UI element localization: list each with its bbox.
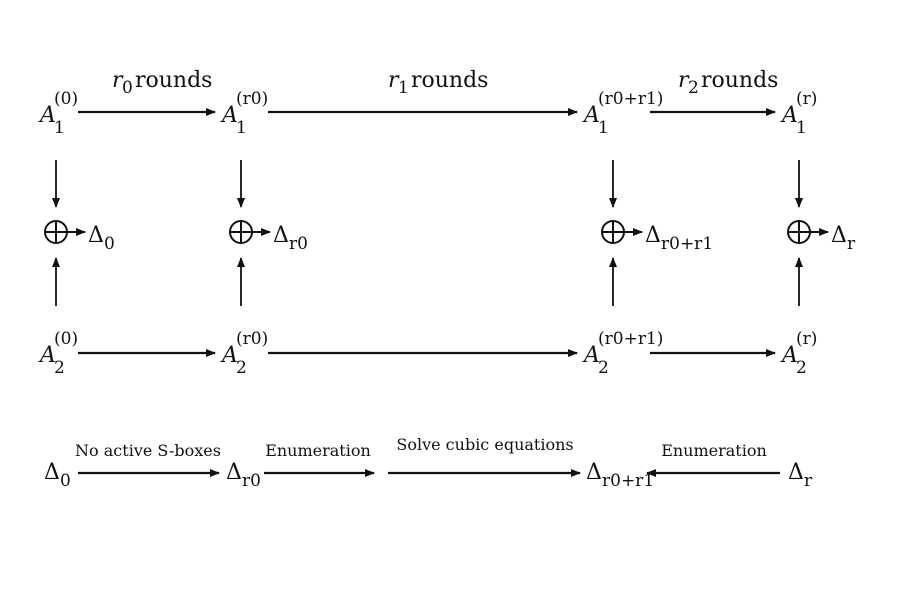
svg-text:1: 1	[796, 118, 807, 138]
svg-text:(r0+r1): (r0+r1)	[598, 89, 663, 109]
row2-node-1: A 2 (r0)	[220, 329, 268, 378]
svg-text:rounds: rounds	[404, 68, 488, 93]
svg-text:2: 2	[598, 358, 609, 378]
svg-text:r0+r1: r0+r1	[602, 471, 654, 491]
svg-text:r0+r1: r0+r1	[661, 234, 713, 254]
svg-text:0: 0	[60, 471, 71, 491]
row1-edge-label-2: r 2 rounds	[678, 68, 778, 98]
svg-text:r0: r0	[242, 471, 261, 491]
svg-text:Δ: Δ	[586, 460, 602, 485]
svg-text:2: 2	[688, 78, 699, 98]
svg-text:Δ: Δ	[788, 460, 804, 485]
svg-text:A: A	[38, 343, 56, 368]
xor-2	[601, 220, 625, 244]
svg-text:A: A	[780, 103, 798, 128]
svg-text:r0: r0	[289, 234, 308, 254]
xor-output-2: Δ r0+r1	[645, 223, 713, 254]
xor-0	[44, 220, 68, 244]
svg-text:(r): (r)	[796, 329, 817, 349]
row1-edge-label-0: r 0 rounds	[112, 68, 212, 98]
svg-text:r: r	[388, 68, 400, 93]
svg-text:2: 2	[236, 358, 247, 378]
row3-node-2: Δ r0+r1	[586, 460, 654, 491]
row3-edge-label-1: Enumeration	[265, 441, 371, 460]
row3-edge-label-3: Enumeration	[661, 441, 767, 460]
row3-node-3: Δ r	[788, 460, 813, 491]
row2-node-0: A 2 (0)	[38, 329, 78, 378]
svg-text:1: 1	[54, 118, 65, 138]
svg-text:(r0+r1): (r0+r1)	[598, 329, 663, 349]
row3-edge-label-0: No active S-boxes	[75, 441, 221, 460]
svg-text:r: r	[678, 68, 690, 93]
svg-text:r: r	[112, 68, 124, 93]
svg-text:r: r	[804, 471, 813, 491]
xor-output-1: Δ r0	[273, 223, 308, 254]
svg-text:A: A	[582, 103, 600, 128]
row1-node-0: A 1 (0)	[38, 89, 78, 138]
svg-text:A: A	[220, 343, 238, 368]
svg-text:Δ: Δ	[88, 223, 104, 248]
svg-text:A: A	[38, 103, 56, 128]
xor-output-0: Δ 0	[88, 223, 115, 254]
svg-text:Δ: Δ	[44, 460, 60, 485]
svg-text:(0): (0)	[54, 89, 78, 109]
svg-text:Δ: Δ	[226, 460, 242, 485]
svg-text:1: 1	[236, 118, 247, 138]
svg-text:A: A	[582, 343, 600, 368]
row3-edge-label-2: Solve cubic equations	[396, 435, 573, 454]
svg-text:rounds: rounds	[128, 68, 212, 93]
svg-text:(0): (0)	[54, 329, 78, 349]
row2-node-3: A 2 (r)	[780, 329, 817, 378]
row3-node-1: Δ r0	[226, 460, 261, 491]
svg-text:A: A	[220, 103, 238, 128]
svg-text:Δ: Δ	[645, 223, 661, 248]
row1-node-3: A 1 (r)	[780, 89, 817, 138]
svg-text:A: A	[780, 343, 798, 368]
svg-text:Δ: Δ	[831, 223, 847, 248]
svg-text:2: 2	[796, 358, 807, 378]
svg-text:Δ: Δ	[273, 223, 289, 248]
svg-text:0: 0	[104, 234, 115, 254]
svg-text:1: 1	[398, 78, 409, 98]
row1-node-1: A 1 (r0)	[220, 89, 268, 138]
xor-output-3: Δ r	[831, 223, 856, 254]
xor-3	[787, 220, 811, 244]
xor-1	[229, 220, 253, 244]
row3-node-0: Δ 0	[44, 460, 71, 491]
svg-text:rounds: rounds	[694, 68, 778, 93]
row1-node-2: A 1 (r0+r1)	[582, 89, 663, 138]
svg-text:(r0): (r0)	[236, 89, 268, 109]
svg-text:0: 0	[122, 78, 133, 98]
svg-text:(r): (r)	[796, 89, 817, 109]
svg-text:(r0): (r0)	[236, 329, 268, 349]
svg-text:1: 1	[598, 118, 609, 138]
row2-node-2: A 2 (r0+r1)	[582, 329, 663, 378]
svg-text:r: r	[847, 234, 856, 254]
row1-edge-label-1: r 1 rounds	[388, 68, 488, 98]
svg-text:2: 2	[54, 358, 65, 378]
